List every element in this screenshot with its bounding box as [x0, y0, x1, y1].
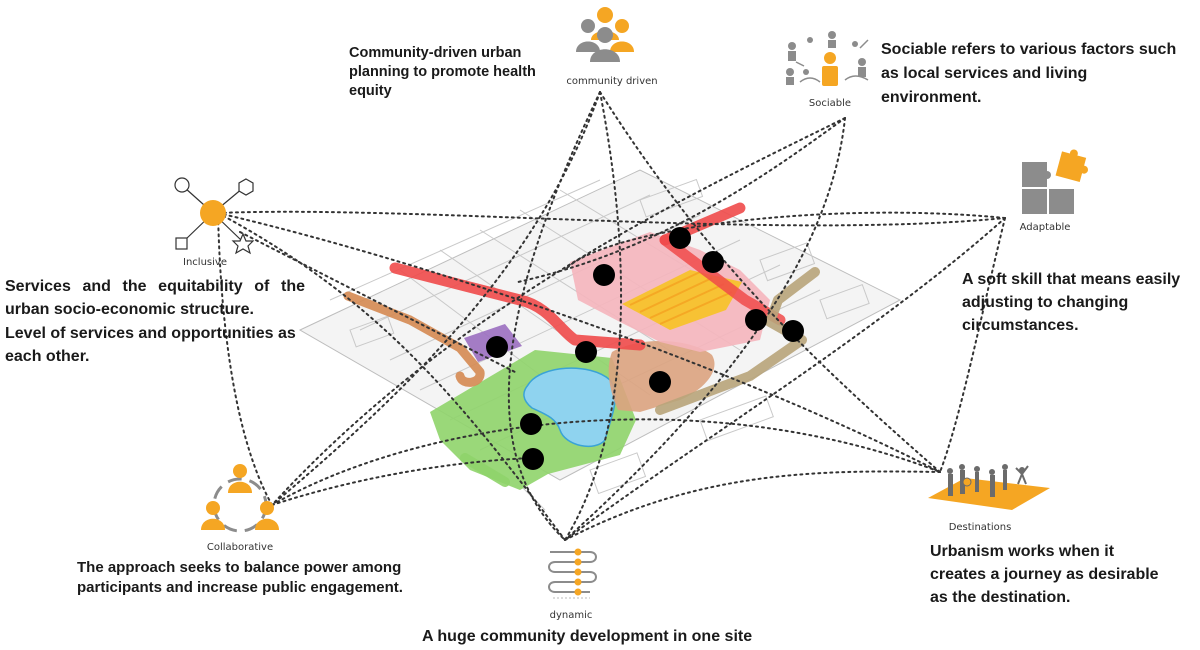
hub-dot	[486, 336, 508, 358]
hub-dot	[575, 341, 597, 363]
hub-dot	[593, 264, 615, 286]
adaptable-puzzle-icon	[1022, 149, 1089, 214]
hub-dot	[745, 309, 767, 331]
inclusive-description-2: Level of services and opportunities as e…	[5, 325, 296, 365]
destinations-label: Destinations	[948, 522, 1012, 533]
sociable-description: Sociable refers to various factors such …	[881, 41, 1177, 106]
hub-dot	[649, 371, 671, 393]
collaborative-description: The approach seeks to balance power amon…	[77, 559, 403, 596]
collaborative-people-icon	[201, 464, 279, 533]
hub-dots	[486, 227, 804, 470]
adaptable-label: Adaptable	[1019, 222, 1071, 233]
community-driven-label: community driven	[566, 76, 658, 87]
destinations-description: Urbanism works when it creates a journey…	[930, 543, 1159, 606]
dynamic-label: dynamic	[549, 610, 593, 621]
sociable-label: Sociable	[808, 98, 852, 109]
inclusive-description-1: Services and the equitability of the urb…	[5, 278, 305, 318]
connector-lines	[217, 91, 1006, 541]
diagram-caption: A huge community development in one site	[422, 628, 753, 645]
inclusive-label: Inclusive	[183, 257, 227, 268]
adaptable-description: A soft skill that means easily adjusting…	[962, 271, 1181, 334]
destinations-people-icon	[928, 464, 1050, 510]
community-description: Community-driven urban planning to promo…	[349, 45, 536, 99]
hub-dot	[520, 413, 542, 435]
hub-dot	[669, 227, 691, 249]
collaborative-label: Collaborative	[206, 542, 274, 553]
hub-dot	[702, 251, 724, 273]
hub-dot	[522, 448, 544, 470]
community-people-icon	[576, 7, 634, 62]
sociable-network-icon	[786, 31, 869, 86]
hub-dot	[782, 320, 804, 342]
dynamic-process-icon	[548, 548, 597, 599]
inclusive-network-icon	[174, 177, 255, 255]
